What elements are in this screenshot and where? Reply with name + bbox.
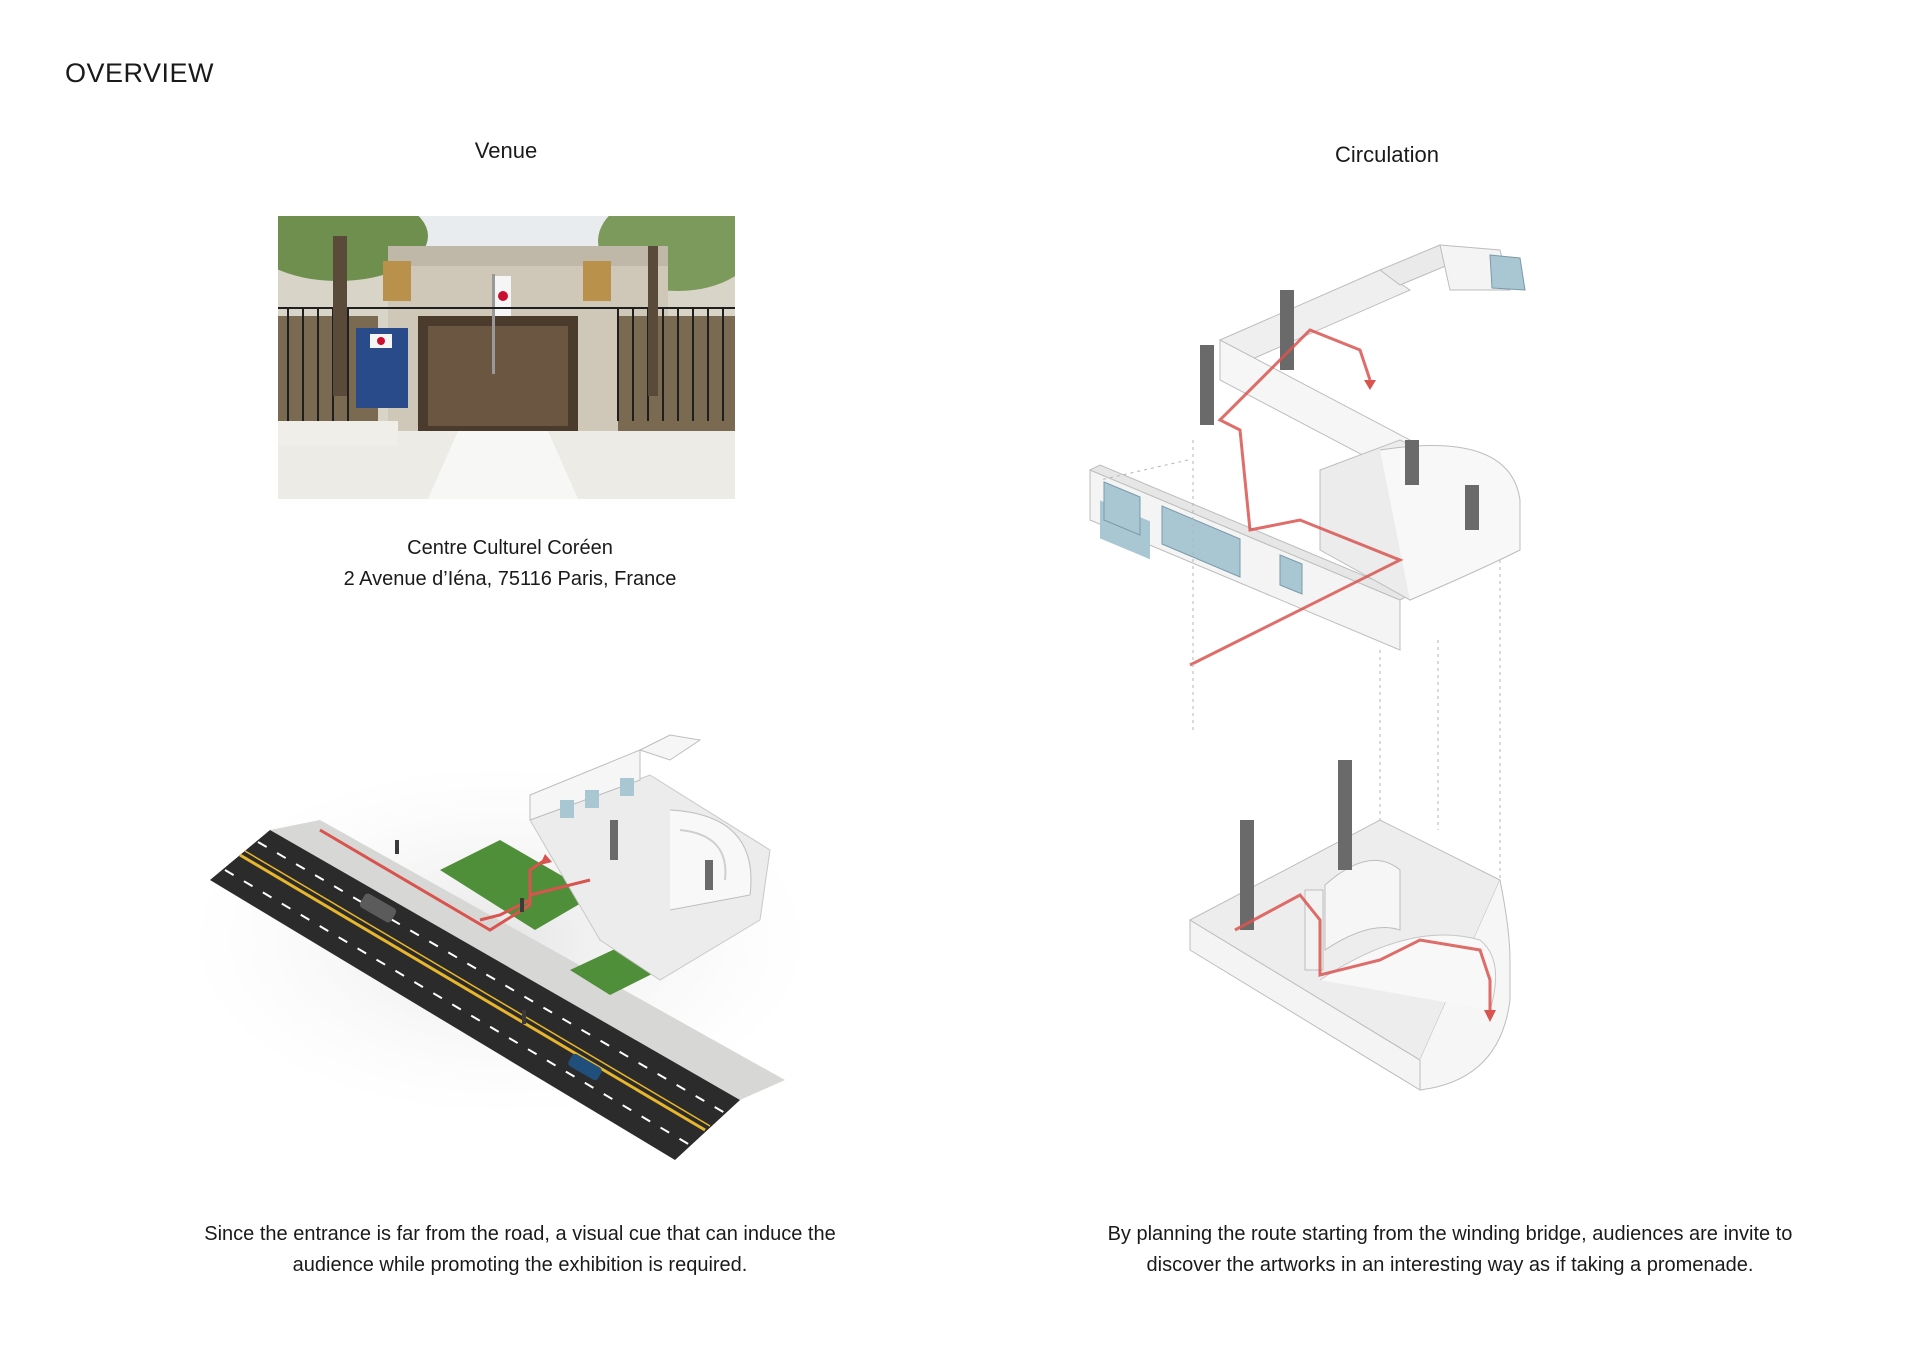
site-caption-line-1: Since the entrance is far from the road,… <box>204 1223 836 1245</box>
circulation-caption: By planning the route starting from the … <box>1020 1219 1880 1281</box>
lower-route <box>1234 893 1492 1015</box>
site-axonometric <box>200 720 800 1160</box>
site-route <box>319 828 591 932</box>
venue-address: 2 Avenue d’Iéna, 75116 Paris, France <box>343 568 677 590</box>
circulation-axonometric-drawing <box>1088 244 1526 1091</box>
circulation-axonometric <box>1080 230 1640 1150</box>
upper-route <box>1189 328 1404 667</box>
site-caption: Since the entrance is far from the road,… <box>130 1219 910 1281</box>
venue-photo <box>278 216 735 499</box>
circulation-caption-line-1: By planning the route starting from the … <box>1107 1223 1793 1245</box>
site-caption-line-2: audience while promoting the exhibition … <box>292 1254 748 1276</box>
lower-level <box>1188 760 1511 1091</box>
page-title: OVERVIEW <box>65 58 215 88</box>
sidewalk <box>270 820 785 1100</box>
circulation-caption-line-2: discover the artworks in an interesting … <box>1146 1254 1754 1276</box>
hedge-large <box>440 840 595 930</box>
venue-heading: Venue <box>474 138 538 163</box>
site-axonometric-drawing <box>200 734 800 1160</box>
venue-caption: Centre Culturel Coréen 2 Avenue d’Iéna, … <box>260 533 760 595</box>
venue-name: Centre Culturel Coréen <box>407 537 613 559</box>
circulation-heading: Circulation <box>1335 142 1439 167</box>
venue-photo-drawing <box>278 216 735 499</box>
upper-level <box>1088 244 1526 667</box>
